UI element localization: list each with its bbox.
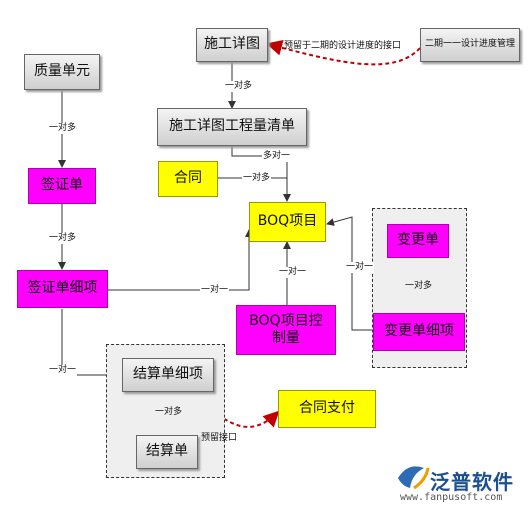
node-boq-item: BOQ项目 — [249, 202, 326, 242]
label-change-detail: 一对多 — [404, 281, 434, 292]
node-construction-detail: 施工详图 — [196, 28, 268, 62]
label-visa-detail: 一对多 — [48, 233, 78, 244]
label-change-boq: 一对一 — [345, 262, 375, 273]
node-change-order: 变更单 — [387, 224, 449, 258]
label-control-boq: 一对一 — [278, 267, 308, 278]
node-contract-payment: 合同支付 — [278, 390, 376, 428]
node-quality-unit: 质量单元 — [24, 54, 100, 90]
label-visa-detail-boq: 一对一 — [200, 285, 230, 296]
label-boq-item: 多对一 — [262, 151, 292, 162]
node-boq-control: BOQ项目控制量 — [236, 305, 336, 355]
logo-url: www.fanpusoft.com — [400, 492, 503, 503]
node-settlement-detail: 结算单细项 — [122, 358, 214, 392]
note-reserved-phase2: 预留于二期的设计进度的接口 — [284, 41, 402, 51]
label-settlement-detail: 一对多 — [154, 407, 184, 418]
label-quality-visa: 一对多 — [48, 123, 78, 134]
label-contract-boq: 一对多 — [242, 173, 272, 184]
fanpu-logo-mark-icon — [398, 466, 430, 490]
node-visa: 签证单 — [28, 168, 96, 204]
label-detail-boq: 一对多 — [224, 81, 254, 92]
node-visa-detail: 签证单细项 — [17, 270, 108, 308]
logo-name: 泛普软件 — [430, 470, 514, 494]
node-phase2-design-mgmt: 二期一一设计进度管理 — [420, 28, 520, 62]
note-reserved-interface: 预留接口 — [201, 433, 238, 443]
node-construction-boq: 施工详图工程量清单 — [157, 108, 307, 146]
node-settlement: 结算单 — [136, 435, 198, 469]
label-visa-settlement: 一对一 — [48, 365, 78, 376]
node-contract: 合同 — [158, 161, 218, 197]
node-change-detail: 变更单细项 — [373, 313, 465, 351]
